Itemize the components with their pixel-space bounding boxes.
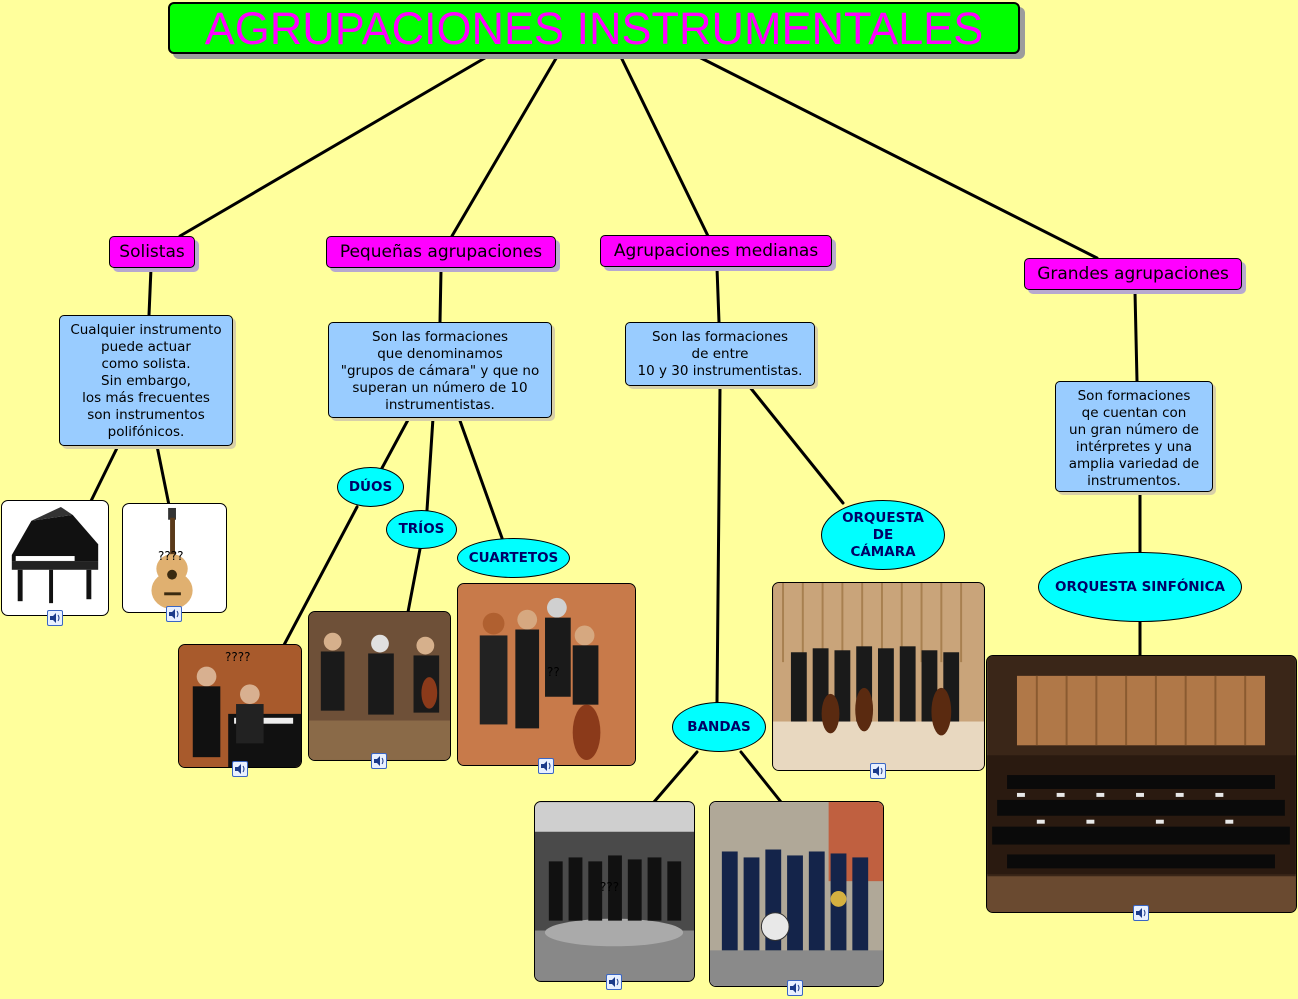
link-pequenas-trios xyxy=(425,416,435,512)
guitar-icon xyxy=(151,507,193,610)
trios-image[interactable] xyxy=(308,611,451,761)
bandas-image-parade[interactable] xyxy=(709,801,884,987)
description-grandes: Son formaciones qe cuentan con un gran n… xyxy=(1055,381,1213,492)
guitar-image[interactable] xyxy=(122,503,227,613)
link-pequenas-desc xyxy=(438,268,443,324)
category-solistas[interactable]: Solistas xyxy=(109,236,195,268)
link-medianas-desc xyxy=(715,266,721,324)
link-title-solistas xyxy=(178,53,492,238)
speaker-icon[interactable] xyxy=(870,763,886,779)
group-cuartetos[interactable]: CUARTETOS xyxy=(457,538,570,578)
speaker-icon[interactable] xyxy=(606,974,622,990)
description-medianas: Son las formaciones de entre 10 y 30 ins… xyxy=(625,322,815,386)
group-orquesta-de-camara[interactable]: ORQUESTA DE CÁMARA xyxy=(821,500,945,570)
unknown-mark: ?? xyxy=(547,665,560,679)
category-agrupaciones-medianas[interactable]: Agrupaciones medianas xyxy=(600,235,832,267)
unknown-mark: ???? xyxy=(225,650,251,664)
unknown-mark: ??? xyxy=(600,880,620,894)
link-pequenas-cuartetos xyxy=(457,416,504,540)
group-orquesta-sinfonica[interactable]: ORQUESTA SINFÓNICA xyxy=(1038,552,1242,622)
bandas-image-historic[interactable] xyxy=(534,801,695,982)
description-solistas: Cualquier instrumento puede actuar como … xyxy=(59,315,233,446)
speaker-icon[interactable] xyxy=(1133,905,1149,921)
link-bandas-photo2 xyxy=(739,750,783,804)
link-solistas-piano xyxy=(88,444,120,505)
link-trios-photo xyxy=(406,547,422,614)
group-duos[interactable]: DÚOS xyxy=(337,467,404,507)
link-title-grandes xyxy=(693,53,1099,260)
speaker-icon[interactable] xyxy=(47,610,63,626)
category-pequenas-agrupaciones[interactable]: Pequeñas agrupaciones xyxy=(326,236,556,268)
link-title-medianas xyxy=(618,53,710,238)
link-solistas-desc xyxy=(147,266,153,317)
description-pequenas: Son las formaciones que denominamos "gru… xyxy=(328,322,552,418)
orquesta-camara-image[interactable] xyxy=(772,582,985,771)
speaker-icon[interactable] xyxy=(371,753,387,769)
speaker-icon[interactable] xyxy=(538,758,554,774)
link-title-pequenas xyxy=(450,53,560,238)
link-duos-photo xyxy=(282,505,359,647)
link-pequenas-duos xyxy=(380,416,411,470)
grand-piano-icon xyxy=(11,506,99,604)
group-trios[interactable]: TRÍOS xyxy=(386,510,457,549)
speaker-icon[interactable] xyxy=(787,980,803,996)
orquesta-sinfonica-image[interactable] xyxy=(986,655,1297,913)
speaker-icon[interactable] xyxy=(166,606,182,622)
main-title: AGRUPACIONES INSTRUMENTALES xyxy=(168,2,1020,54)
link-grandes-desc xyxy=(1133,290,1139,383)
category-grandes-agrupaciones[interactable]: Grandes agrupaciones xyxy=(1024,258,1242,290)
link-medianas-bandas xyxy=(715,386,722,704)
group-bandas[interactable]: BANDAS xyxy=(672,702,766,752)
piano-image[interactable] xyxy=(1,500,109,616)
speaker-icon[interactable] xyxy=(232,761,248,777)
link-medianas-camara xyxy=(747,384,845,505)
duos-image[interactable] xyxy=(178,644,302,768)
link-bandas-photo1 xyxy=(652,750,699,804)
unknown-mark: ???? xyxy=(158,549,184,563)
cuartetos-image[interactable] xyxy=(457,583,636,766)
